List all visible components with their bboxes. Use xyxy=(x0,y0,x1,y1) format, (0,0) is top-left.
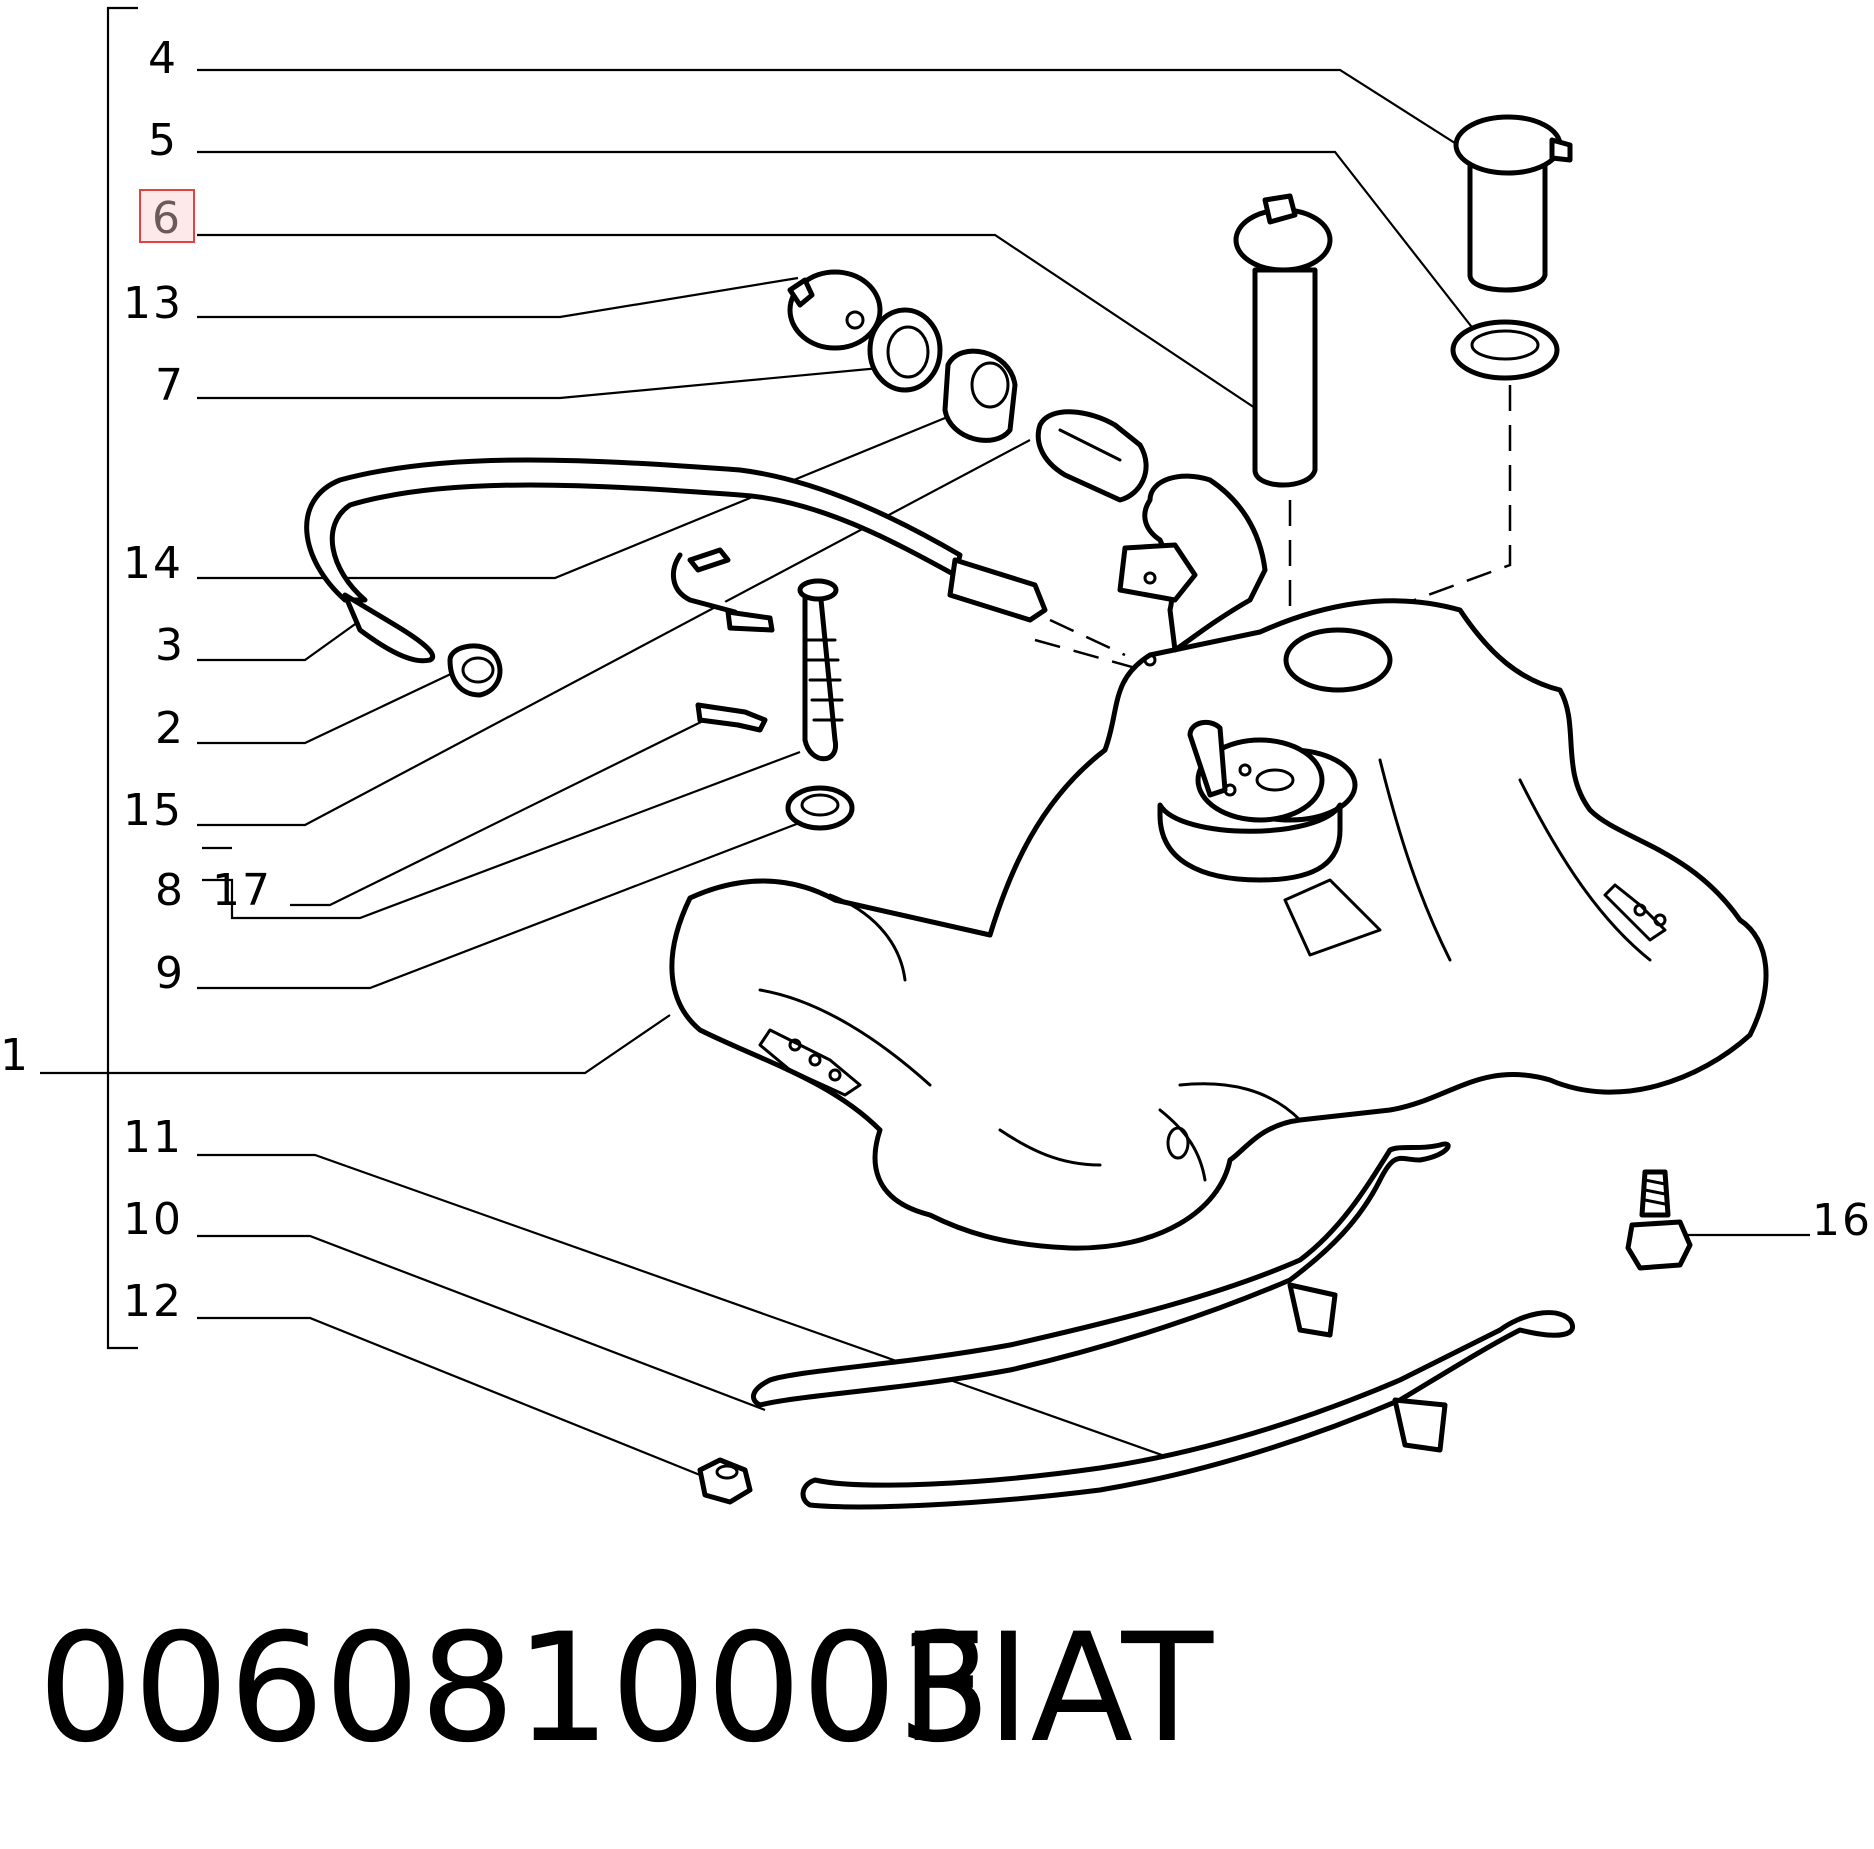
part-12-nut xyxy=(697,1457,753,1505)
leader-12 xyxy=(197,1316,701,1477)
callout-1: 1 xyxy=(0,1030,30,1081)
leader-4 xyxy=(197,68,1459,146)
callout-7: 7 xyxy=(155,360,185,411)
callout-11: 11 xyxy=(123,1112,183,1163)
part-9-clip xyxy=(785,785,855,831)
leader-lines xyxy=(40,68,1810,1477)
part-8-breather xyxy=(670,547,844,762)
leader-9 xyxy=(197,813,821,990)
part-6-sender xyxy=(1233,193,1333,488)
part-7-ring xyxy=(867,307,943,393)
callout-6-highlight xyxy=(139,189,195,243)
leader-3 xyxy=(197,621,359,662)
callout-15: 15 xyxy=(123,785,183,836)
callout-5: 5 xyxy=(148,115,178,166)
part-5-seal xyxy=(1450,319,1560,381)
leader-5 xyxy=(197,150,1479,336)
part-10-strap xyxy=(751,1141,1451,1408)
callout-13: 13 xyxy=(123,278,183,329)
callout-2: 2 xyxy=(155,703,185,754)
callout-4: 4 xyxy=(148,33,178,84)
brand-name: FIAT xyxy=(900,1602,1214,1776)
callout-10: 10 xyxy=(123,1194,183,1245)
part-2-clamp xyxy=(447,643,503,698)
part-15-connector xyxy=(1035,409,1149,503)
callout-8: 8 xyxy=(155,865,185,916)
leader-6 xyxy=(197,233,1259,411)
part-16-bolt xyxy=(1625,1169,1693,1271)
part-17-fitting xyxy=(695,702,768,733)
callout-labels: 4 5 6 13 7 14 3 2 15 8 17 9 1 11 10 12 1… xyxy=(0,33,1872,1327)
leader-14 xyxy=(197,416,946,580)
callout-17: 17 xyxy=(212,865,272,916)
callout-16: 16 xyxy=(1812,1195,1872,1246)
leader-13 xyxy=(197,276,799,319)
fuel-tank xyxy=(669,473,1769,1251)
leader-8 xyxy=(202,750,801,920)
part-4-cap xyxy=(1453,114,1573,293)
part-number: 0060810003 xyxy=(38,1602,992,1776)
part-14-coupler xyxy=(942,348,1018,443)
callout-14: 14 xyxy=(123,538,183,589)
part-3-hose xyxy=(304,457,1048,664)
part-11-strap xyxy=(800,1310,1575,1510)
leader-1 xyxy=(40,1014,671,1075)
group-bracket xyxy=(106,6,138,1350)
leader-17 xyxy=(290,719,706,907)
leader-10 xyxy=(197,1234,766,1412)
callout-3: 3 xyxy=(155,620,185,671)
callout-6: 6 xyxy=(152,193,182,244)
callout-9: 9 xyxy=(155,948,185,999)
callout-12: 12 xyxy=(123,1276,183,1327)
leader-7 xyxy=(197,366,881,400)
leader-15 xyxy=(197,439,1031,827)
part-13-cap xyxy=(787,269,883,351)
leader-2 xyxy=(197,671,456,745)
